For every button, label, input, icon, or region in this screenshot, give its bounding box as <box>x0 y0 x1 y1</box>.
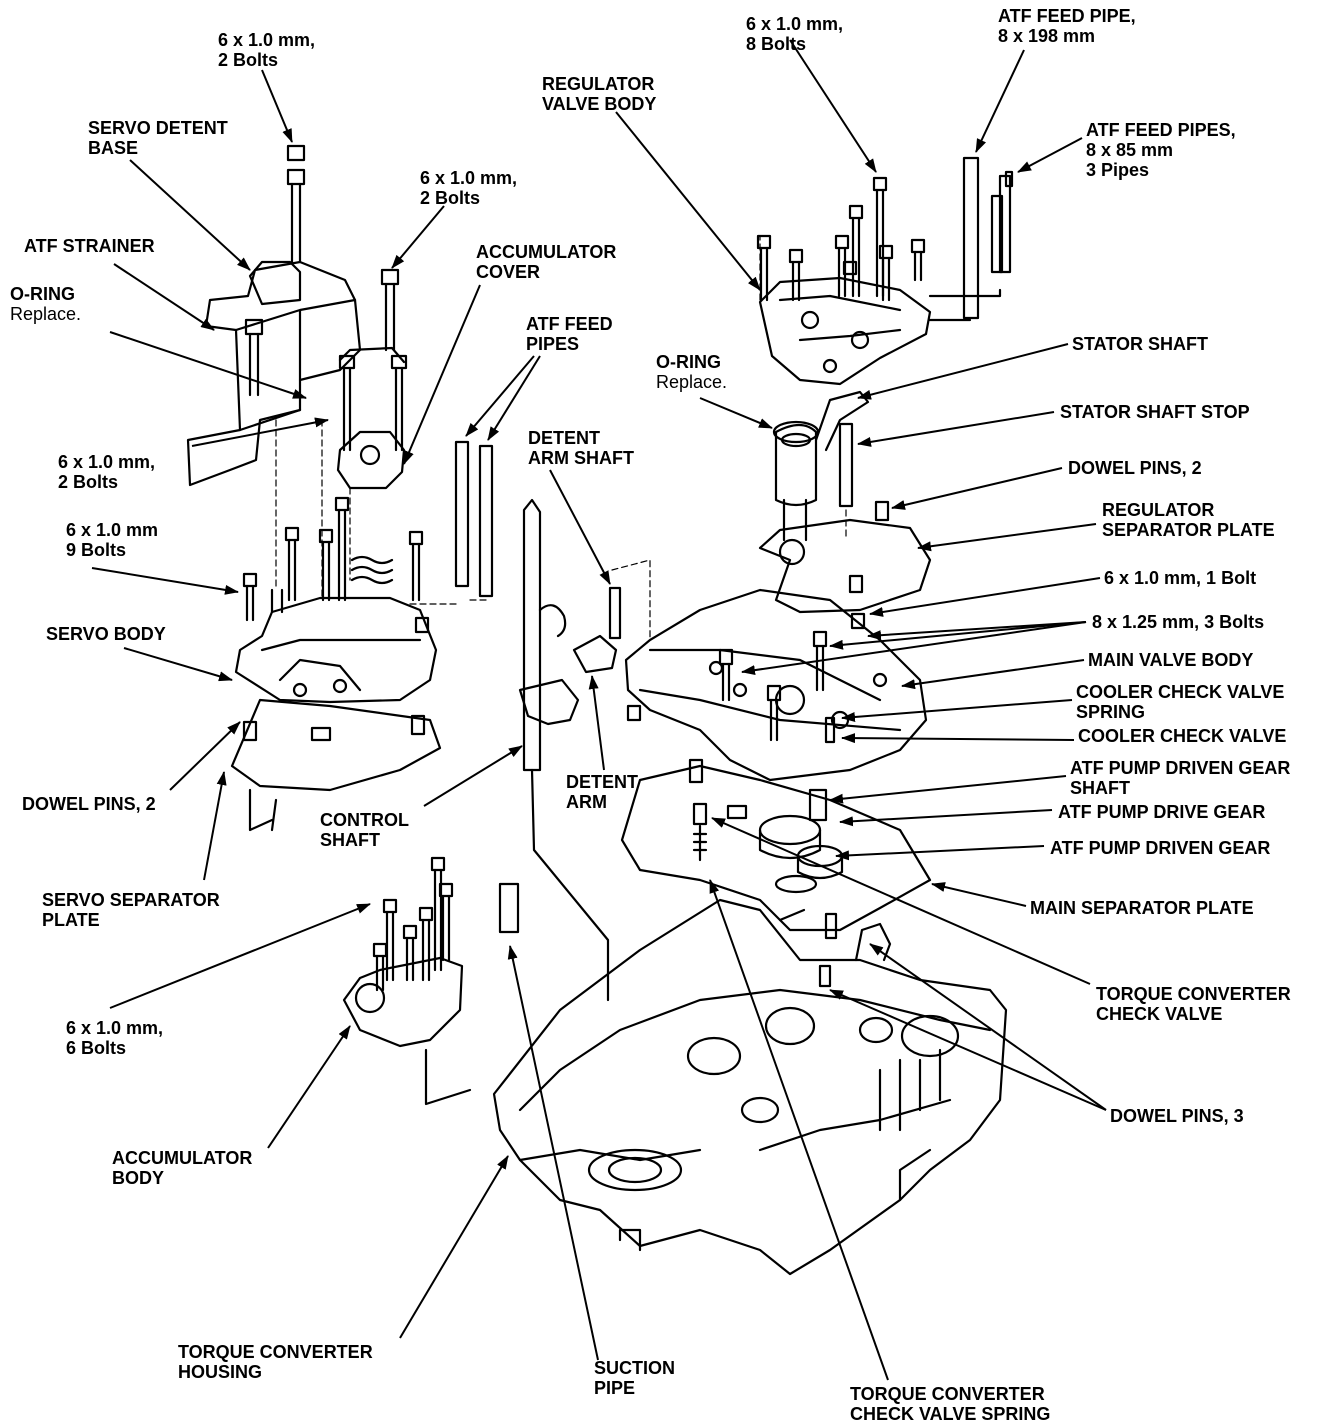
label-accumulator-bolts: 6 x 1.0 mm,6 Bolts <box>66 1018 164 1058</box>
label-main-valve-body: MAIN VALVE BODY <box>1088 650 1254 670</box>
suction-pipe-part <box>498 882 520 934</box>
label-stator-shaft: STATOR SHAFT <box>1072 334 1208 354</box>
torque-converter-housing-part <box>492 898 1008 1276</box>
regulator-valve-body-part <box>756 176 1002 386</box>
label-servo-bolts-top: 6 x 1.0 mm,2 Bolts <box>218 30 316 70</box>
label-one-bolt: 6 x 1.0 mm, 1 Bolt <box>1104 568 1257 588</box>
label-strainer-bolts: 6 x 1.0 mm,2 Bolts <box>58 452 156 492</box>
label-main-separator-plate: MAIN SEPARATOR PLATE <box>1030 898 1254 918</box>
alignment-lines <box>275 235 847 641</box>
label-dowel-pins-three: DOWEL PINS, 3 <box>1110 1106 1244 1126</box>
accumulator-body-part <box>342 856 472 1106</box>
label-atf-pump-drive-gear: ATF PUMP DRIVE GEAR <box>1058 802 1266 822</box>
label-atf-strainer: ATF STRAINER <box>24 236 155 256</box>
atf-feed-pipes-right <box>962 156 1014 320</box>
label-regulator-bolts: 6 x 1.0 mm,8 Bolts <box>746 14 844 54</box>
label-atf-feed-pipe-198: ATF FEED PIPE,8 x 198 mm <box>998 6 1136 46</box>
atf-pump-gears-part <box>688 758 844 894</box>
servo-top-bolts <box>244 144 400 397</box>
leader-lines <box>91 39 1107 1381</box>
label-stator-shaft-stop: STATOR SHAFT STOP <box>1060 402 1250 422</box>
stator-shaft-part <box>772 390 890 542</box>
atf-feed-pipes-mid <box>454 440 494 598</box>
control-shaft-part <box>518 498 622 1002</box>
label-dowel-pins-left: DOWEL PINS, 2 <box>22 794 156 814</box>
servo-body-part <box>234 496 438 704</box>
accumulator-cover-part <box>336 346 408 490</box>
label-cooler-check-valve: COOLER CHECK VALVE <box>1078 726 1287 746</box>
label-three-bolts: 8 x 1.25 mm, 3 Bolts <box>1092 612 1265 632</box>
label-cover-bolts: 6 x 1.0 mm,2 Bolts <box>420 168 518 208</box>
regulator-separator-plate-part <box>758 518 932 614</box>
servo-separator-plate-part <box>230 698 442 832</box>
atf-strainer-part <box>186 260 362 487</box>
label-servo-body: SERVO BODY <box>46 624 166 644</box>
label-atf-pump-driven-gear: ATF PUMP DRIVEN GEAR <box>1050 838 1271 858</box>
label-dowel-pins-right: DOWEL PINS, 2 <box>1068 458 1202 478</box>
main-valve-body-part <box>624 574 928 782</box>
